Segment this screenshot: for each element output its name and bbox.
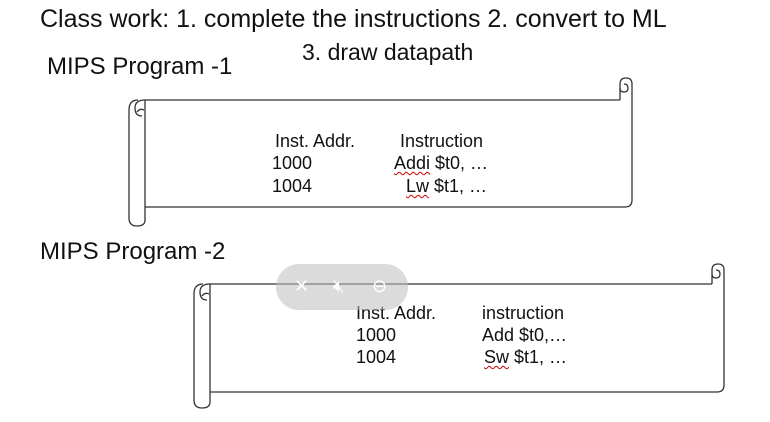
- mute-icon[interactable]: 🔇︎: [333, 276, 345, 297]
- program-2-row-1-instr: Add $t0,…: [482, 325, 568, 345]
- program-2-title: MIPS Program -2: [40, 238, 226, 265]
- program-1-row-2-addr: 1004: [272, 176, 313, 196]
- pin-off-icon[interactable]: ✕: [294, 276, 310, 297]
- program-1-row-1-instr: Addi $t0, …: [394, 153, 489, 173]
- minus-circle-icon[interactable]: ⊖: [372, 276, 388, 297]
- program-1-instr-header: Instruction: [400, 131, 484, 151]
- heading-line-1: Class work: 1. complete the instructions…: [40, 5, 667, 33]
- heading-line-2: 3. draw datapath: [302, 39, 474, 65]
- presentation-overlay-toolbar[interactable]: ✕ 🔇︎ ⊖: [276, 264, 408, 310]
- program-2-row-2-addr: 1004: [356, 347, 397, 367]
- program-1-row-1-addr: 1000: [272, 153, 313, 173]
- program-2-row-2-instr: Sw $t1, …: [484, 347, 568, 367]
- program-1-row-2-instr: Lw $t1, …: [406, 176, 488, 196]
- program-1-title: MIPS Program -1: [47, 53, 233, 80]
- program-2-row-1-addr: 1000: [356, 325, 397, 345]
- program-2-instr-header: instruction: [482, 303, 565, 323]
- program-1-addr-header: Inst. Addr.: [275, 131, 356, 151]
